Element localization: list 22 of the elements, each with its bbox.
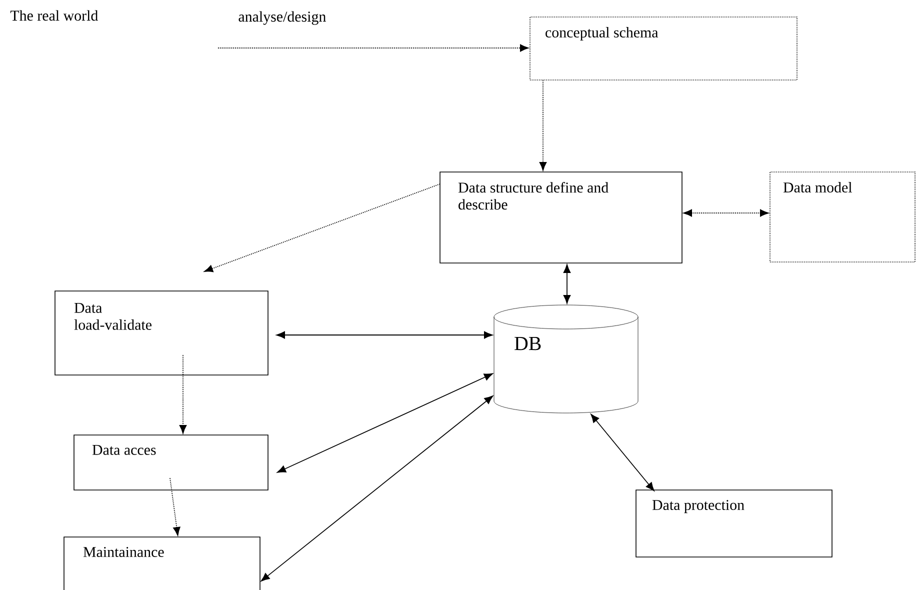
node-label: DB (514, 337, 541, 350)
database-cylinder: DB (494, 304, 638, 414)
arrow (260, 396, 494, 582)
process-box: Data model (770, 172, 916, 262)
arrow (683, 209, 769, 217)
arrow (218, 44, 529, 52)
process-box: conceptual schema (530, 16, 798, 80)
arrow (204, 184, 440, 272)
arrow (563, 264, 571, 304)
arrow (590, 414, 654, 492)
process-box: Data structure define and describe (440, 172, 682, 264)
process-box: Data protection (636, 490, 832, 558)
arrow (276, 331, 493, 339)
arrow (179, 354, 187, 434)
title-text: The real world (10, 10, 98, 21)
arrow (277, 373, 493, 473)
process-box: Maintainance (64, 536, 260, 590)
arrow (539, 80, 547, 171)
process-box: Data load-validate (54, 290, 268, 376)
arrow (170, 478, 180, 536)
process-box: Data acces (74, 434, 268, 490)
edge-label: analyse/design (237, 10, 328, 26)
